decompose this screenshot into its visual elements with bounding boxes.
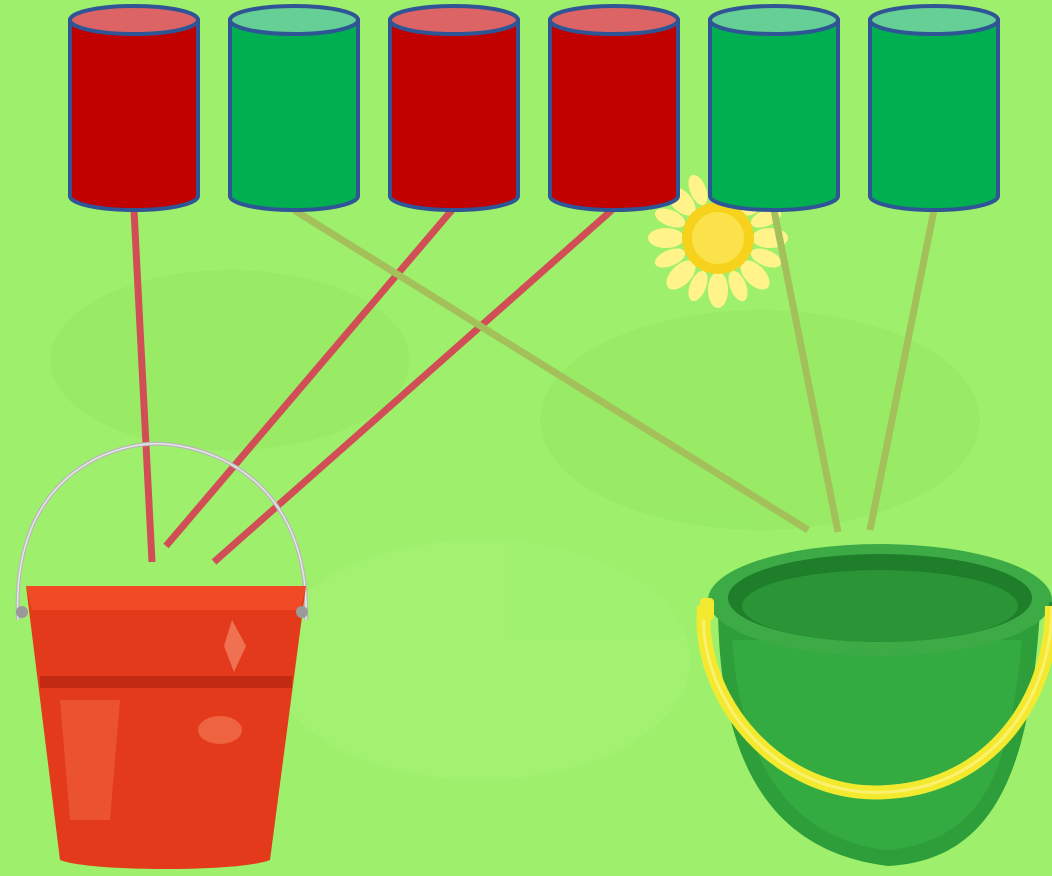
can-red[interactable] — [550, 6, 678, 210]
cans-row — [70, 6, 998, 210]
can-green[interactable] — [230, 6, 358, 210]
green-bucket[interactable] — [700, 544, 1052, 866]
can-red[interactable] — [70, 6, 198, 210]
can-red[interactable] — [390, 6, 518, 210]
can-green[interactable] — [710, 6, 838, 210]
can-green[interactable] — [870, 6, 998, 210]
red-bucket[interactable] — [16, 444, 308, 869]
